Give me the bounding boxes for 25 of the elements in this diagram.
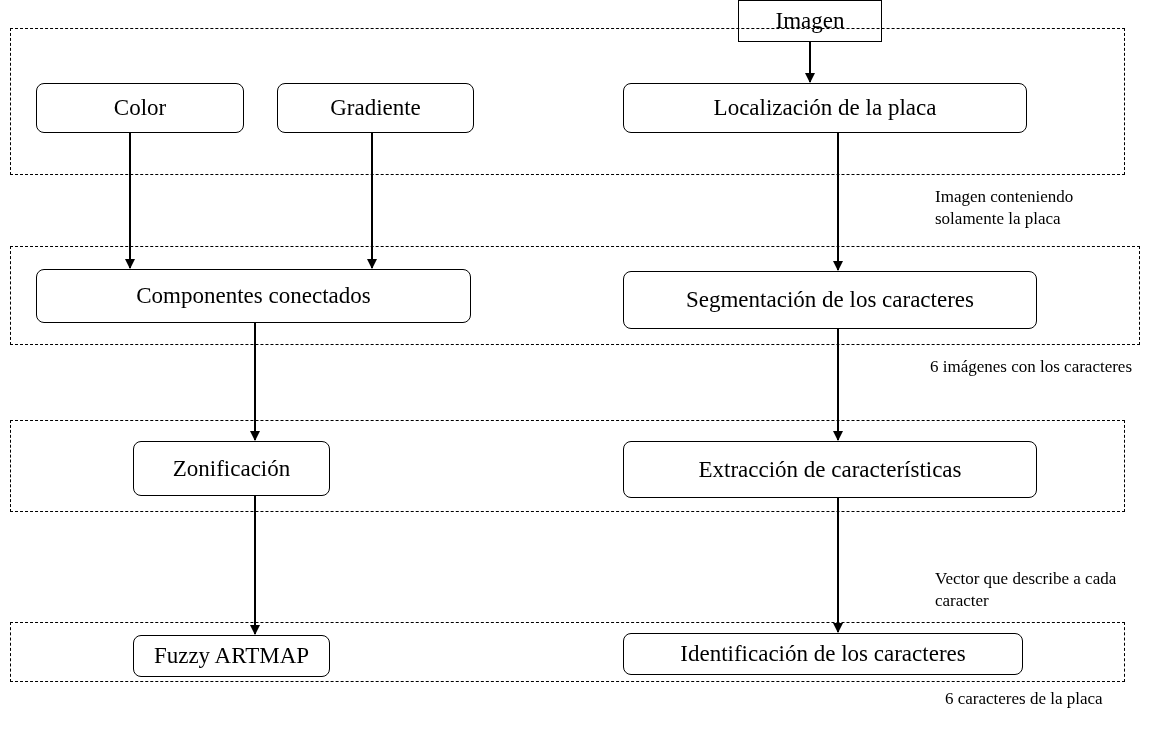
- annotation-text: 6 caracteres de la placa: [945, 688, 1104, 710]
- process-box: Identificación de los caracteres: [623, 633, 1023, 675]
- arrow: [833, 131, 843, 271]
- process-box: Gradiente: [277, 83, 474, 133]
- arrow: [125, 131, 135, 269]
- arrow: [833, 496, 843, 633]
- input-box: Imagen: [738, 0, 882, 42]
- process-box: Color: [36, 83, 244, 133]
- annotation-text: 6 imágenes con los caracteres: [930, 356, 1134, 378]
- annotation-text: Vector que describe a cada caracter: [935, 568, 1118, 612]
- arrow: [250, 494, 260, 635]
- dashed-group-frame: [10, 622, 1125, 682]
- process-box: Extracción de características: [623, 441, 1037, 498]
- process-box: Localización de la placa: [623, 83, 1027, 133]
- process-box: Fuzzy ARTMAP: [133, 635, 330, 677]
- arrow: [367, 131, 377, 269]
- process-box: Componentes conectados: [36, 269, 471, 323]
- arrow: [833, 327, 843, 441]
- dashed-group-frame: [10, 420, 1125, 512]
- process-box: Segmentación de los caracteres: [623, 271, 1037, 329]
- process-box: Zonificación: [133, 441, 330, 496]
- arrow: [250, 321, 260, 441]
- arrow: [805, 41, 815, 83]
- dashed-group-frame: [10, 246, 1140, 345]
- annotation-text: Imagen conteniendo solamente la placa: [935, 186, 1075, 230]
